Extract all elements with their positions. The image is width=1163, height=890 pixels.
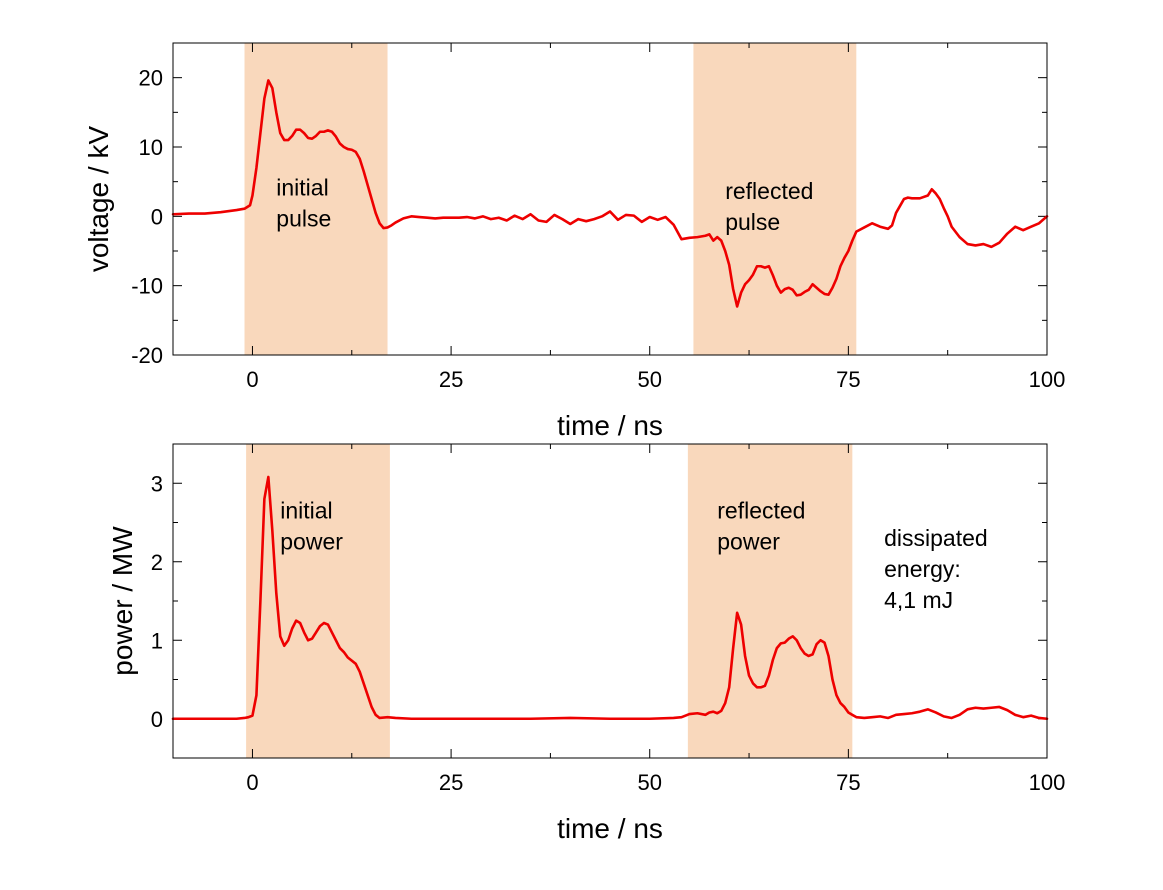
annotation-line: initial (276, 175, 328, 201)
annotation-line: power (280, 529, 343, 555)
power-series-line (171, 475, 1049, 721)
voltage-y-tick-label: 20 (139, 66, 163, 91)
voltage-annotation-1: initial pulse (276, 175, 331, 232)
annotation-line: energy: (884, 556, 961, 582)
voltage-y-tick-label: -10 (131, 274, 163, 299)
voltage-shaded-region-2 (693, 43, 857, 355)
power-x-tick-label: 25 (439, 770, 463, 795)
voltage-x-tick-label: 25 (439, 367, 463, 392)
power-y-tick-label: 3 (151, 471, 163, 496)
power-annotation-2: reflected power (717, 498, 805, 555)
voltage-x-tick-label: 75 (836, 367, 860, 392)
power-annotation-3: dissipated energy: 4,1 mJ (884, 525, 988, 613)
voltage-y-tick-label: -20 (131, 343, 163, 368)
voltage-series-line (171, 79, 1049, 308)
power-y-tick-label: 2 (151, 550, 163, 575)
voltage-x-tick-label: 0 (246, 367, 258, 392)
power-panel: 0 1 2 3 0 25 50 75 100 time / ns power / MW initial… (107, 443, 1066, 844)
voltage-x-axis-title: time / ns (557, 410, 663, 441)
annotation-line: reflected (725, 178, 813, 204)
voltage-annotation-2: reflected pulse (725, 178, 813, 235)
power-x-tick-label: 75 (836, 770, 860, 795)
voltage-panel: -20 -10 0 10 20 0 25 50 75 100 time / ns voltage / … (83, 42, 1066, 441)
power-x-tick-label: 50 (637, 770, 661, 795)
annotation-line: pulse (725, 209, 780, 235)
voltage-plot-frame (172, 42, 1048, 356)
power-y-axis-title: power / MW (107, 526, 138, 676)
power-shaded-region-2 (687, 444, 853, 758)
annotation-line: pulse (276, 206, 331, 232)
power-y-tick-label: 0 (151, 707, 163, 732)
voltage-x-tick-label: 100 (1029, 367, 1066, 392)
voltage-y-axis-title: voltage / kV (83, 126, 114, 273)
annotation-line: dissipated (884, 525, 988, 551)
power-plot-frame (172, 443, 1048, 759)
voltage-y-tick-label: 10 (139, 135, 163, 160)
power-shaded-region-1 (246, 444, 390, 758)
power-x-tick-label: 0 (246, 770, 258, 795)
annotation-line: initial (280, 498, 332, 524)
voltage-shaded-region-1 (244, 43, 388, 355)
power-x-axis-title: time / ns (557, 813, 663, 844)
annotation-line: power (717, 529, 780, 555)
power-x-tick-label: 100 (1029, 770, 1066, 795)
voltage-y-tick-label: 0 (151, 204, 163, 229)
annotation-line: 4,1 mJ (884, 587, 953, 613)
voltage-x-tick-label: 50 (637, 367, 661, 392)
annotation-line: reflected (717, 498, 805, 524)
power-y-tick-label: 1 (151, 628, 163, 653)
power-annotation-1: initial power (280, 498, 343, 555)
